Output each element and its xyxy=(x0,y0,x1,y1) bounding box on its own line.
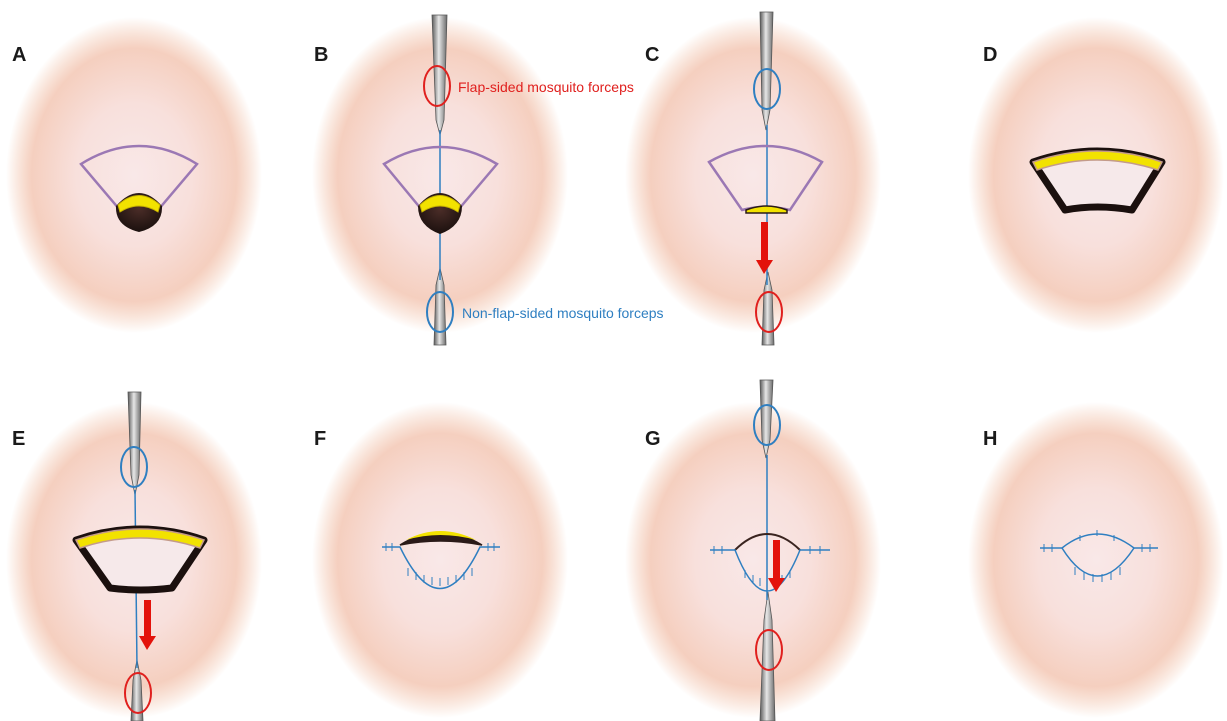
skin-ovals xyxy=(6,17,1224,718)
traction-arrow-shaft xyxy=(144,600,151,638)
non-flap-sided-forceps-label: Non-flap-sided mosquito forceps xyxy=(462,305,664,321)
traction-arrow-shaft xyxy=(773,540,780,580)
panel-label-f: F xyxy=(314,428,326,451)
skin-oval-h xyxy=(968,402,1224,718)
panel-label-d: D xyxy=(983,44,997,67)
skin-oval-c xyxy=(625,17,881,333)
panel-label-a: A xyxy=(12,44,26,67)
panel-label-e: E xyxy=(12,428,25,451)
panel-label-c: C xyxy=(645,44,659,67)
skin-oval-g xyxy=(625,402,881,718)
panel-label-g: G xyxy=(645,428,661,451)
panel-label-h: H xyxy=(983,428,997,451)
flap-sided-forceps-label: Flap-sided mosquito forceps xyxy=(458,79,634,95)
skin-oval-f xyxy=(312,402,568,718)
panel-label-b: B xyxy=(314,44,328,67)
traction-arrow-shaft xyxy=(761,222,768,262)
skin-oval-a xyxy=(6,17,262,333)
